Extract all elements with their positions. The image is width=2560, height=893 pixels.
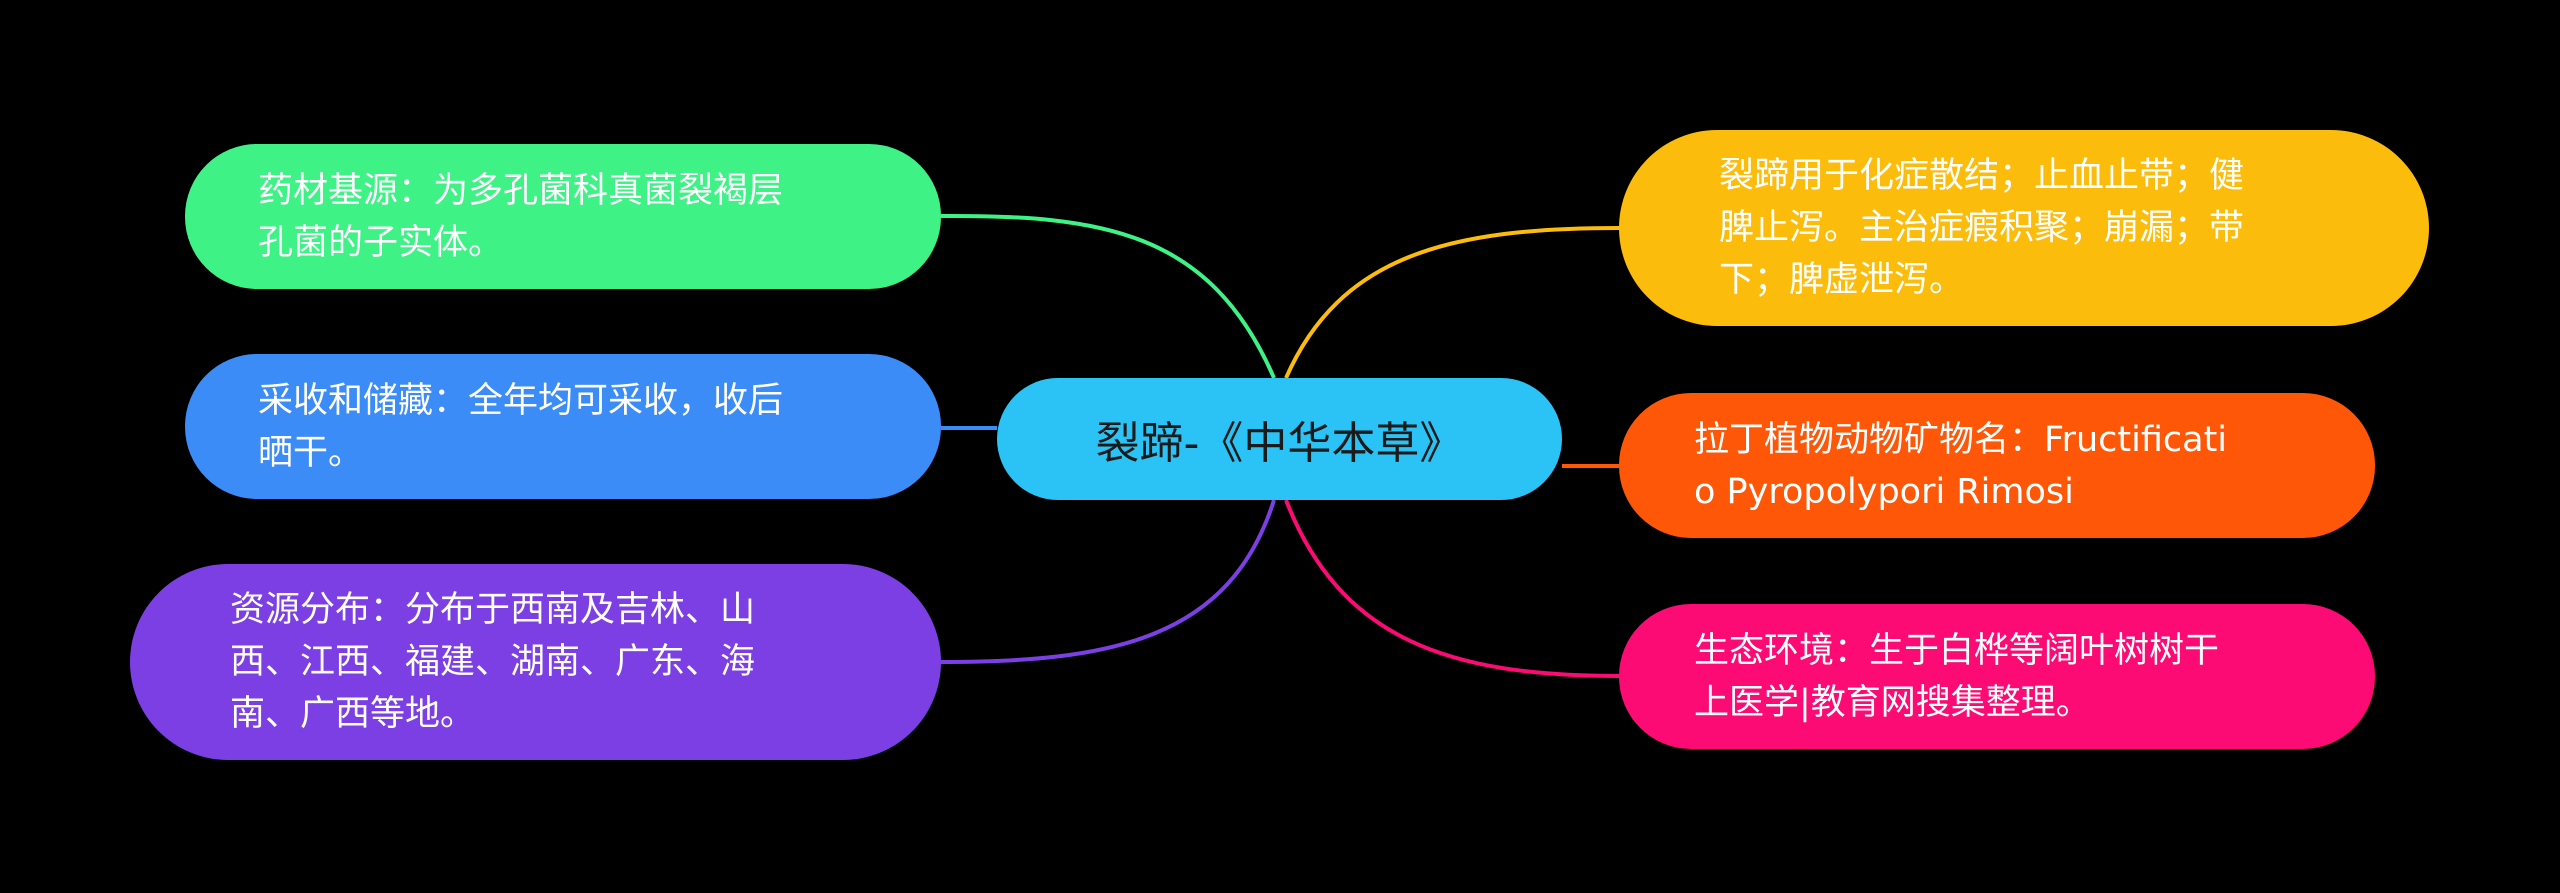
topic-text: 采收和储藏：全年均可采收，收后 晒干。 [258, 375, 783, 479]
topic-line: 拉丁植物动物矿物名：Fructificati [1694, 419, 2228, 460]
topic-line: 南、广西等地。 [230, 694, 476, 734]
topic-line: 上医学|教育网搜集整理。 [1694, 682, 2091, 723]
topic-harvest[interactable]: 采收和储藏：全年均可采收，收后 晒干。 [185, 354, 941, 499]
topic-line: o Pyropolypori Rimosi [1694, 471, 2074, 512]
topic-line: 脾止泻。主治症瘕积聚；崩漏；带 [1719, 208, 2245, 248]
connector-to-habitat [1284, 499, 1620, 678]
topic-line: 裂蹄用于化症散结；止血止带；健 [1719, 156, 2245, 196]
topic-line: 生态环境：生于白桦等阔叶树树干 [1694, 630, 2220, 671]
topic-line: 孔菌的子实体。 [258, 222, 504, 263]
topic-line: 西、江西、福建、湖南、广东、海 [230, 642, 756, 682]
topic-line: 药材基源：为多孔菌科真菌裂褐层 [258, 170, 784, 211]
topic-line: 下；脾虚泄泻。 [1719, 260, 1965, 300]
connector-to-origin [940, 213, 1276, 379]
topic-habitat[interactable]: 生态环境：生于白桦等阔叶树树干 上医学|教育网搜集整理。 [1619, 604, 2375, 749]
central-topic[interactable]: 裂蹄-《中华本草》 [997, 378, 1562, 500]
connector-to-usage [1284, 226, 1620, 379]
connector-to-distribution [940, 499, 1276, 664]
topic-text: 资源分布：分布于西南及吉林、山 西、江西、福建、湖南、广东、海 南、广西等地。 [230, 584, 755, 740]
topic-text: 拉丁植物动物矿物名：Fructificati o Pyropolypori Ri… [1694, 414, 2227, 518]
central-topic-label: 裂蹄-《中华本草》 [1095, 418, 1464, 469]
topic-origin[interactable]: 药材基源：为多孔菌科真菌裂褐层 孔菌的子实体。 [185, 144, 941, 289]
topic-usage[interactable]: 裂蹄用于化症散结；止血止带；健 脾止泻。主治症瘕积聚；崩漏；带 下；脾虚泄泻。 [1619, 130, 2429, 326]
topic-text: 生态环境：生于白桦等阔叶树树干 上医学|教育网搜集整理。 [1694, 625, 2219, 729]
topic-text: 药材基源：为多孔菌科真菌裂褐层 孔菌的子实体。 [258, 165, 783, 269]
topic-line: 采收和储藏：全年均可采收，收后 [258, 380, 784, 421]
topic-line: 资源分布：分布于西南及吉林、山 [230, 590, 756, 630]
topic-line: 晒干。 [258, 432, 364, 473]
topic-latin-name[interactable]: 拉丁植物动物矿物名：Fructificati o Pyropolypori Ri… [1619, 393, 2375, 538]
topic-distribution[interactable]: 资源分布：分布于西南及吉林、山 西、江西、福建、湖南、广东、海 南、广西等地。 [130, 564, 941, 760]
topic-text: 裂蹄用于化症散结；止血止带；健 脾止泻。主治症瘕积聚；崩漏；带 下；脾虚泄泻。 [1719, 150, 2244, 306]
